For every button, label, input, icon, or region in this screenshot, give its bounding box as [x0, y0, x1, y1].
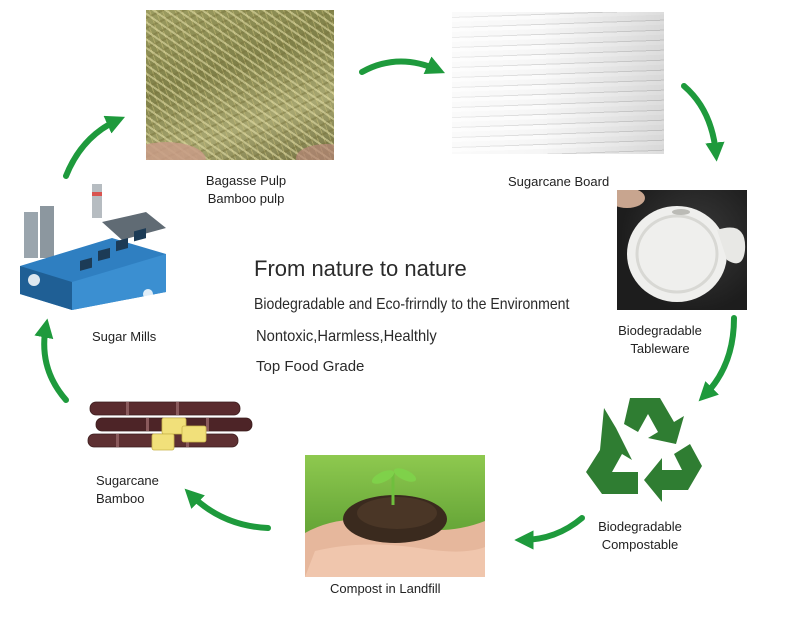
- sugarcane-image: [87, 401, 253, 451]
- stage-label-tableware: Biodegradable Tableware: [618, 323, 702, 356]
- recycle-icon: [586, 398, 702, 502]
- bagasse-hand-shape: [146, 142, 334, 160]
- tableware-lid-image: [617, 190, 747, 310]
- stage-label-landfill: Compost in Landfill: [330, 581, 441, 596]
- stage-label-compostable: Biodegradable Compostable: [598, 519, 682, 552]
- arrow-tableware-to-compostable: [698, 315, 737, 402]
- diagram-title: From nature to nature: [254, 256, 467, 281]
- stage-label-cane: Sugarcane Bamboo: [96, 473, 159, 506]
- arrow-mills-to-bagasse: [63, 115, 126, 179]
- arrow-landfill-to-cane: [184, 488, 271, 531]
- stage-label-board: Sugarcane Board: [508, 174, 610, 189]
- headline-line-3: Top Food Grade: [256, 358, 365, 375]
- arrow-cane-to-mills: [34, 318, 69, 403]
- headline-line-1: Biodegradable and Eco-frirndly to the En…: [254, 296, 570, 313]
- sugarcane-board-image: [452, 12, 664, 154]
- headline-line-2: Nontoxic,Harmless,Healthly: [256, 328, 437, 345]
- arrow-compostable-to-landfill: [514, 515, 585, 550]
- stage-label-bagasse: Bagasse Pulp Bamboo pulp: [205, 173, 287, 206]
- arrow-board-to-tableware: [681, 83, 725, 162]
- sugar-mill-factory-icon: [20, 184, 166, 310]
- arrow-bagasse-to-board: [359, 56, 446, 75]
- bagasse-pulp-image: [146, 10, 334, 160]
- compost-image: [305, 455, 485, 577]
- stage-label-mills: Sugar Mills: [92, 329, 157, 344]
